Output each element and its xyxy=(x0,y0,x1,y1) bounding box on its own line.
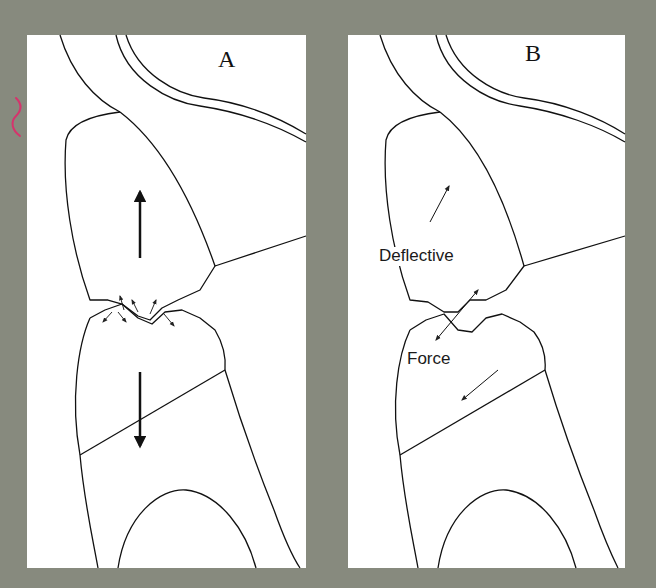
tooth-drawing xyxy=(380,35,625,568)
upper-gum-line xyxy=(440,112,625,266)
jaw-outline xyxy=(400,455,418,568)
panel-ground xyxy=(27,35,306,568)
panel-letter: B xyxy=(525,41,541,65)
tooth-drawing xyxy=(60,35,306,568)
panel-letter: A xyxy=(218,47,235,71)
lower-gum-line xyxy=(400,370,545,455)
palate-line xyxy=(436,35,625,142)
jaw-outline xyxy=(380,35,440,112)
upper-tooth xyxy=(65,112,215,320)
palate-line xyxy=(126,35,306,134)
upper-gum-line xyxy=(120,112,306,266)
deflective-arrow xyxy=(462,370,498,400)
upper-tooth xyxy=(385,112,524,312)
jaw-outline xyxy=(80,455,98,568)
jaw-outline xyxy=(225,370,300,568)
jaw-outline xyxy=(545,370,618,568)
pen-mark xyxy=(13,98,21,136)
figure-panel: B xyxy=(348,35,625,568)
root-outline xyxy=(118,490,256,568)
deflective-arrow xyxy=(436,290,478,340)
deflective-arrow xyxy=(430,186,449,222)
lower-gum-line xyxy=(80,370,225,455)
jaw-outline xyxy=(60,35,120,112)
root-outline xyxy=(438,490,576,568)
panel-ground xyxy=(348,35,625,568)
lower-tooth xyxy=(395,330,410,455)
force-arrow xyxy=(139,192,142,258)
force-label: Deflective xyxy=(378,247,455,266)
lower-tooth xyxy=(90,304,225,370)
figure-panel: A xyxy=(27,35,306,568)
lower-tooth xyxy=(75,318,90,455)
palate-line xyxy=(116,35,306,142)
force-label: Force xyxy=(406,350,451,369)
force-arrow xyxy=(139,372,142,446)
contact-arrows xyxy=(103,296,174,326)
palate-line xyxy=(446,35,625,134)
